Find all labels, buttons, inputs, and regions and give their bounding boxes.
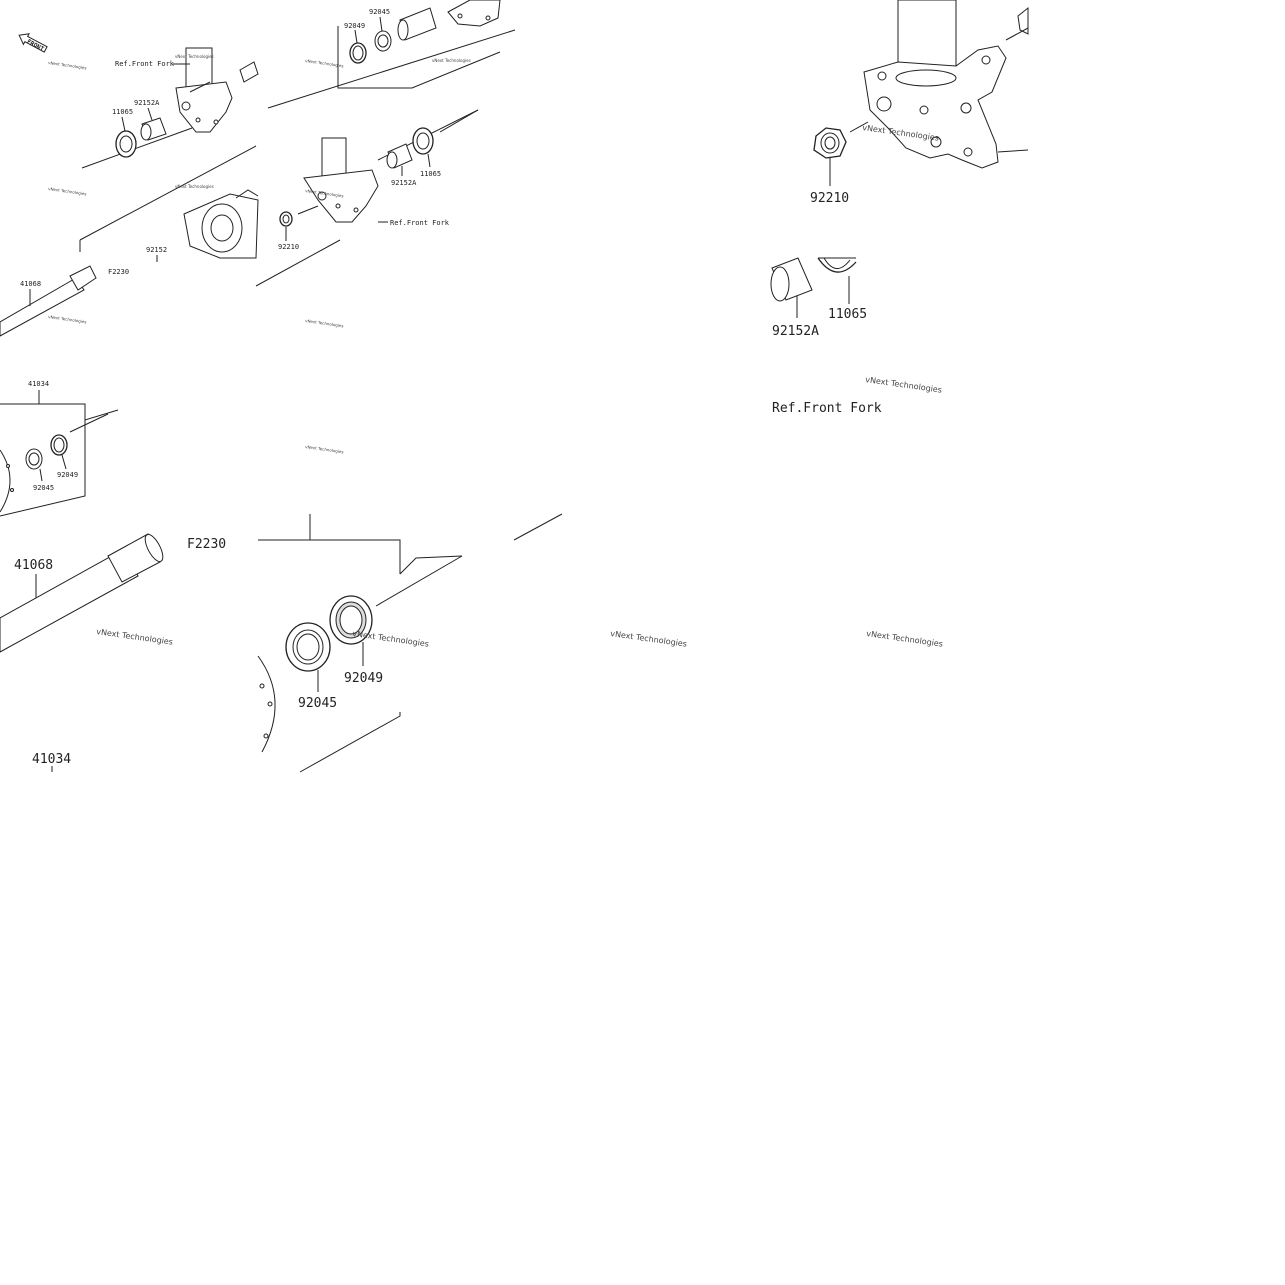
label-41068-small: 41068	[20, 280, 41, 288]
bearing-92049-top	[349, 42, 367, 64]
axle-41068-small	[0, 265, 97, 337]
label-92045-small: 92045	[33, 484, 54, 492]
label-92210: 92210	[810, 191, 849, 206]
watermark: vNext Technologies	[432, 58, 471, 63]
hub-top	[447, 0, 501, 27]
watermark: vNext Technologies	[175, 54, 214, 59]
hub-41034-small	[0, 449, 14, 513]
seal-92049	[329, 595, 373, 645]
nut-92210-small	[279, 211, 293, 227]
collar-92152A	[770, 257, 813, 302]
watermark: vNext Technologies	[865, 375, 943, 395]
axle-41068	[0, 533, 164, 653]
front-arrow-icon: FRONT	[18, 33, 48, 53]
watermark: vNext Technologies	[175, 184, 214, 189]
fork-right	[303, 137, 379, 223]
watermark: vNext Technologies	[48, 314, 87, 324]
label-92152: 92152	[146, 246, 167, 254]
seal-11065	[817, 257, 857, 273]
label-11065-right: 11065	[420, 170, 441, 178]
ref-front-fork-2: Ref.Front Fork	[390, 219, 450, 227]
seal-11065-right	[412, 127, 434, 155]
watermark: vNext Technologies	[96, 627, 174, 647]
watermark: vNext Technologies	[610, 629, 688, 649]
watermark: vNext Technologies	[305, 318, 344, 328]
watermark: vNext Technologies	[305, 444, 344, 454]
watermark: vNext Technologies	[305, 58, 344, 68]
hub-41034	[257, 655, 276, 753]
seal-11065-left	[115, 130, 137, 158]
overview-diagram: FRONT 92049 92045	[0, 0, 516, 517]
label-92049-top: 92049	[344, 22, 365, 30]
label-41034-small: 41034	[28, 380, 49, 388]
fork-left	[175, 47, 259, 133]
seal-92049-small	[50, 434, 68, 456]
label-92045-top: 92045	[369, 8, 390, 16]
fork-knuckle-detail	[863, 0, 1029, 169]
label-41068: 41068	[14, 558, 53, 573]
label-F2230-small: F2230	[108, 268, 129, 276]
bearing-92045-top	[374, 30, 392, 52]
label-11065-left: 11065	[112, 108, 133, 116]
detail-right-diagram: 92210 92152A 11065 Ref.Front Fork vNext …	[770, 0, 1029, 416]
hub-92152	[183, 189, 259, 259]
label-41034: 41034	[32, 752, 71, 767]
label-11065: 11065	[828, 307, 867, 322]
watermark: vNext Technologies	[305, 188, 344, 198]
watermark: vNext Technologies	[48, 186, 87, 196]
spacer-top	[397, 7, 437, 41]
label-92045: 92045	[298, 696, 337, 711]
label-F2230: F2230	[187, 537, 226, 552]
bearing-92045	[285, 622, 331, 672]
bearing-92045-small	[25, 448, 43, 470]
label-92152A-right: 92152A	[391, 179, 417, 187]
label-92152A-left: 92152A	[134, 99, 160, 107]
label-92049: 92049	[344, 671, 383, 686]
watermark: vNext Technologies	[866, 629, 944, 649]
label-92049-small: 92049	[57, 471, 78, 479]
collar-92152A-right	[386, 143, 413, 169]
watermark: vNext Technologies	[48, 60, 87, 70]
nut-92210	[813, 127, 847, 159]
ref-front-fork: Ref.Front Fork	[772, 401, 882, 416]
collar-92152A-left	[140, 117, 167, 141]
label-92152A: 92152A	[772, 324, 819, 339]
label-92210-small: 92210	[278, 243, 299, 251]
detail-bottom-diagram: F2230 41068 92045 92049 41034	[0, 513, 944, 773]
ref-front-fork-1: Ref.Front Fork	[115, 60, 175, 68]
